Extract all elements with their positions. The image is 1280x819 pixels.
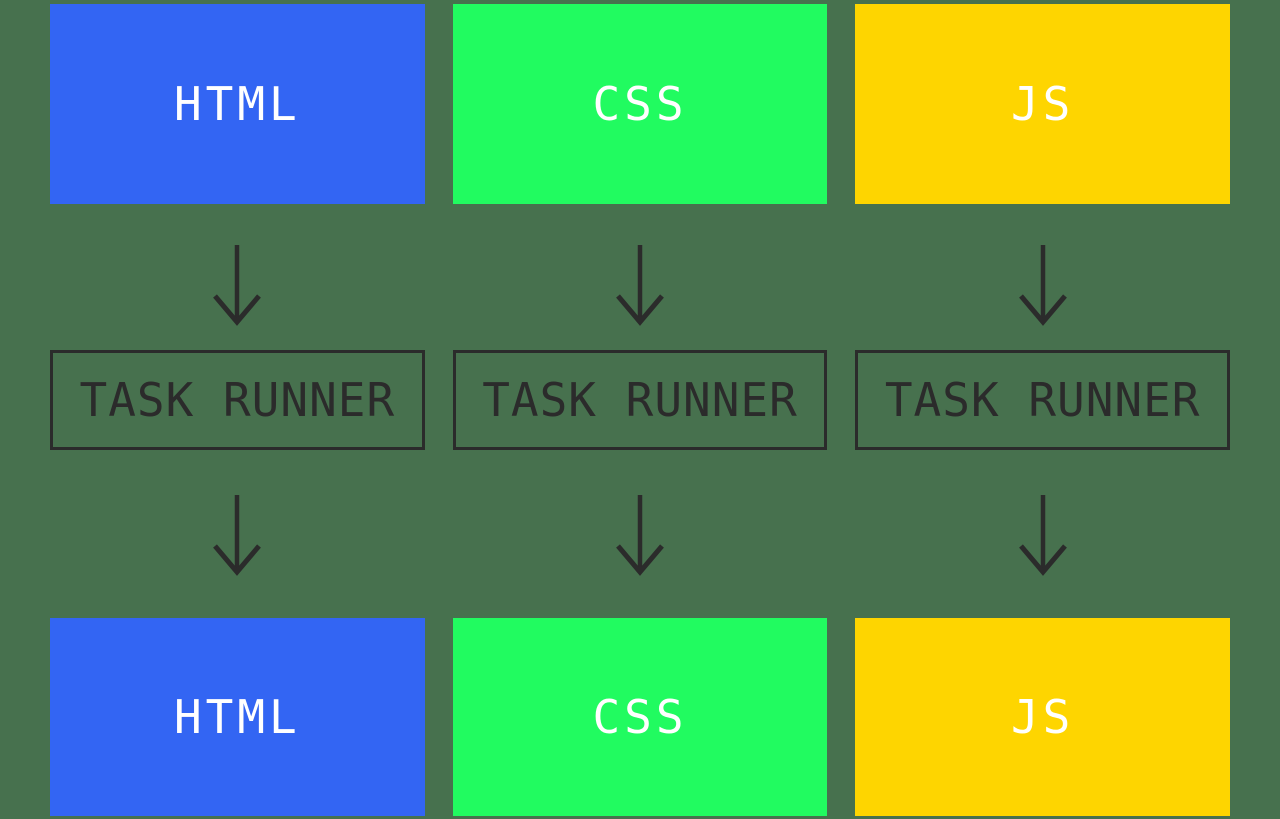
output-box-js: JS — [855, 618, 1231, 816]
task-runner-box-html: TASK RUNNER — [50, 350, 425, 450]
pipeline-column-js: JS TASK RUNNER JS — [855, 4, 1231, 819]
pipeline-column-css: CSS TASK RUNNER CSS — [452, 4, 828, 819]
arrow-down-icon — [213, 495, 262, 576]
source-box-label: CSS — [592, 77, 688, 131]
output-box-label: JS — [1010, 690, 1075, 744]
task-runner-label: TASK RUNNER — [884, 373, 1201, 427]
source-box-label: HTML — [173, 77, 301, 131]
arrow-down-icon — [213, 245, 262, 326]
source-box-label: JS — [1010, 77, 1075, 131]
output-box-label: HTML — [173, 690, 301, 744]
source-box-css: CSS — [452, 4, 828, 204]
pipeline-column-html: HTML TASK RUNNER HTML — [50, 4, 425, 819]
arrow-down-icon — [616, 245, 664, 326]
task-runner-box-js: TASK RUNNER — [855, 350, 1231, 450]
source-box-js: JS — [855, 4, 1231, 204]
output-box-css: CSS — [452, 618, 828, 816]
arrow-down-icon — [1018, 495, 1067, 576]
output-box-html: HTML — [50, 618, 425, 816]
task-runner-label: TASK RUNNER — [79, 373, 396, 427]
arrow-down-icon — [1018, 245, 1067, 326]
output-box-label: CSS — [592, 690, 688, 744]
arrow-down-icon — [616, 495, 664, 576]
task-runner-box-css: TASK RUNNER — [452, 350, 828, 450]
source-box-html: HTML — [50, 4, 425, 204]
task-runner-label: TASK RUNNER — [482, 373, 798, 427]
